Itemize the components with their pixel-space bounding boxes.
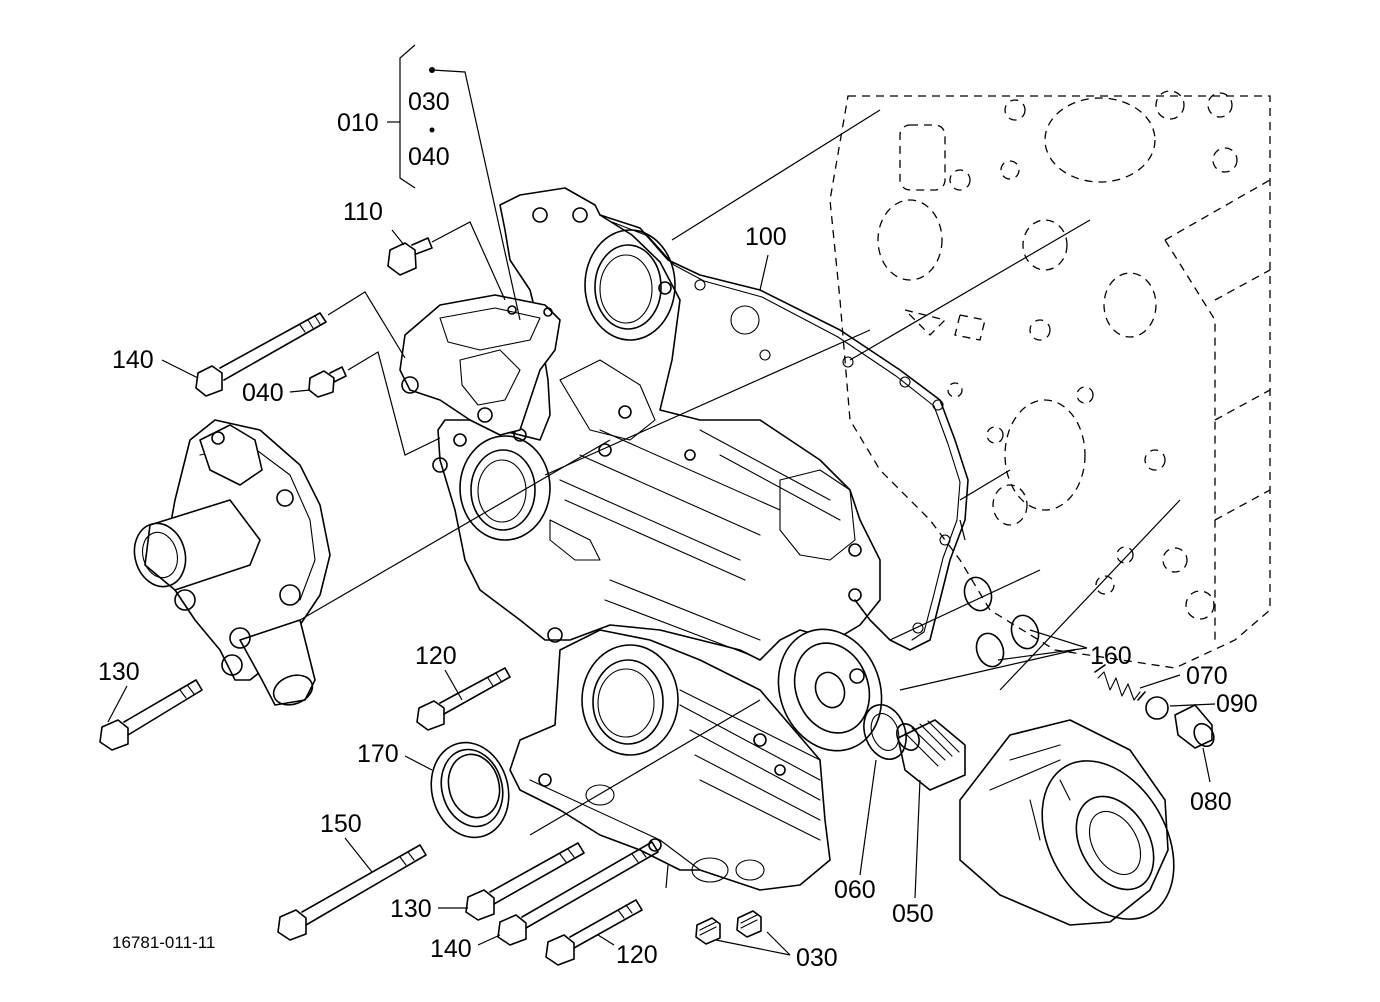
gear-case-gasket [599, 214, 969, 651]
callout-170: 170 [357, 740, 399, 768]
bolt-150 [277, 844, 427, 941]
callout-100: 100 [745, 223, 787, 251]
callout-130-bottom: 130 [390, 895, 432, 923]
callout-140-left: 140 [112, 346, 154, 374]
water-flange-housing [399, 294, 561, 436]
assembly-lines [299, 109, 1181, 836]
callout-120-mid: 120 [415, 642, 457, 670]
callout-130-left: 130 [98, 658, 140, 686]
o-ring-060 [863, 704, 907, 760]
callout-070: 070 [1186, 662, 1228, 690]
bolt-120-bottom [545, 899, 643, 966]
leader-lines [107, 44, 1216, 956]
cylinder-block [829, 90, 1271, 669]
stud-040 [308, 366, 347, 398]
bolt-130-bottom [465, 842, 585, 921]
drawing-number: 16781-011-11 [112, 933, 215, 952]
bolt-140-left [195, 312, 327, 397]
bolt-130-left [99, 679, 203, 751]
callout-090: 090 [1216, 690, 1258, 718]
oil-pan [509, 629, 831, 891]
water-pump [133, 419, 331, 706]
callout-140-bottom: 140 [430, 935, 472, 963]
oil-seal [430, 741, 510, 839]
drain-plugs-030 [695, 910, 762, 945]
callout-040-top: 040 [408, 143, 450, 171]
bolt-120-mid [416, 667, 511, 731]
callout-110: 110 [343, 198, 383, 226]
callout-080: 080 [1190, 788, 1232, 816]
oil-filter-cartridge [959, 719, 1175, 926]
callout-030-top: 030 [408, 88, 450, 116]
callout-050: 050 [892, 900, 934, 928]
callout-060: 060 [834, 876, 876, 904]
callout-150: 150 [320, 810, 362, 838]
callout-030-bottom: 030 [796, 944, 838, 972]
callout-160: 160 [1090, 642, 1132, 670]
gear-case [432, 187, 881, 661]
callout-120-bottom: 120 [616, 941, 658, 969]
relief-valve-parts [1094, 664, 1215, 749]
o-rings-160 [963, 576, 1040, 668]
bolt-140-bottom [497, 841, 659, 946]
callout-labels: 010 030 040 110 100 140 040 130 120 170 … [98, 88, 1258, 972]
oil-filter-flange [777, 628, 883, 752]
bolt-110 [387, 237, 433, 276]
callout-010: 010 [337, 109, 379, 137]
callout-040-mid: 040 [242, 379, 284, 407]
filter-threaded-pipe [896, 719, 966, 791]
